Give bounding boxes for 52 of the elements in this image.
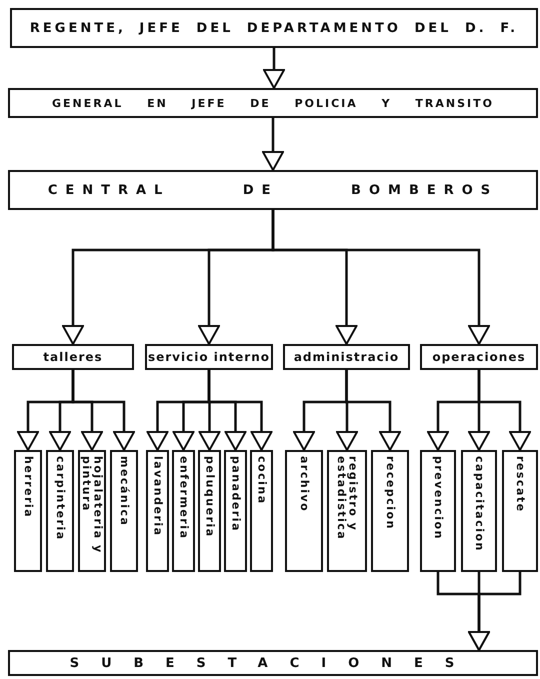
box-label: carpinteria — [54, 455, 66, 541]
box-label: herreria — [22, 455, 34, 518]
box-label: REGENTE, JEFE DEL DEPARTAMENTO DEL D. F. — [30, 20, 518, 36]
section-box — [110, 450, 138, 572]
box-label: enfermeria — [178, 455, 190, 540]
box-label: peluqueria — [204, 455, 216, 538]
section-box — [14, 450, 42, 572]
box-label: operaciones — [432, 350, 526, 364]
section-box — [78, 450, 106, 572]
box-label: GENERAL EN JEFE DE POLICIA Y TRANSITO — [52, 96, 494, 110]
department-box — [145, 344, 273, 370]
section-box — [224, 450, 247, 572]
arrow — [272, 210, 490, 345]
box-label: panaderia — [230, 455, 242, 532]
department-box — [283, 344, 410, 370]
box-label: mecánica — [118, 455, 130, 526]
box-label: administracio — [294, 350, 400, 364]
arrow — [263, 48, 285, 89]
section-box — [250, 450, 273, 572]
section-box — [371, 450, 409, 572]
arrow — [208, 370, 272, 451]
section-box — [146, 450, 169, 572]
section-box — [198, 450, 221, 572]
box-label: prevencion — [432, 455, 444, 540]
arrow — [468, 572, 522, 651]
box-label: capacitacion — [473, 455, 485, 552]
department-box — [420, 344, 538, 370]
section-box — [502, 450, 538, 572]
section-box — [46, 450, 74, 572]
department-box — [12, 344, 134, 370]
title-box — [8, 88, 538, 118]
box-label: talleres — [43, 350, 103, 364]
box-label: CENTRAL DE BOMBEROS — [48, 182, 498, 198]
arrow — [72, 370, 135, 451]
box-label: archivo — [298, 455, 310, 512]
title-box — [8, 650, 538, 676]
box-label: recepcion — [384, 455, 396, 530]
section-box — [172, 450, 195, 572]
arrow — [262, 118, 284, 171]
box-label: SUBESTACIONES — [70, 656, 476, 670]
title-box — [10, 8, 538, 48]
arrow — [345, 370, 401, 451]
box-label: lavanderia — [152, 455, 164, 537]
box-label: cocina — [256, 455, 268, 505]
box-label: servicio interno — [148, 350, 270, 364]
section-box — [327, 450, 367, 572]
section-box — [285, 450, 323, 572]
arrow — [478, 370, 531, 451]
title-box — [8, 170, 538, 210]
section-box — [420, 450, 456, 572]
box-label: rescate — [514, 455, 526, 513]
section-box — [461, 450, 497, 572]
